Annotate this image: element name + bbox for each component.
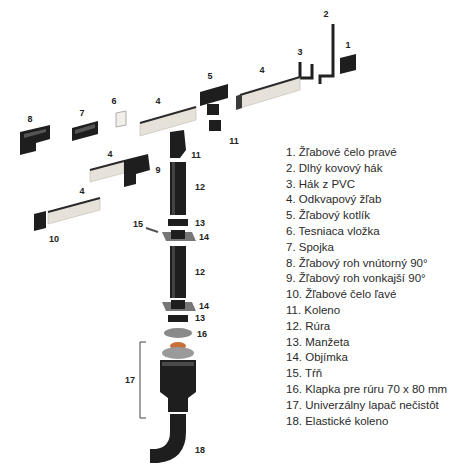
callout-number: 13 xyxy=(195,219,205,228)
legend-item: 12. Rúra xyxy=(286,320,330,334)
metal-hook xyxy=(320,24,333,84)
callout-number: 9 xyxy=(155,166,160,175)
end-cap-left xyxy=(34,211,46,231)
corner-inner xyxy=(24,129,46,138)
pvc-hook xyxy=(300,62,312,78)
outer-corner xyxy=(124,154,150,187)
legend-item: 4. Odkvapový žľab xyxy=(286,193,381,207)
callout-number: 18 xyxy=(195,446,205,455)
callout-number: 15 xyxy=(133,220,143,229)
callout-number: 11 xyxy=(191,151,201,160)
flap xyxy=(164,328,192,338)
clip xyxy=(171,230,185,239)
gutter-rim xyxy=(90,161,124,170)
gutter xyxy=(140,107,196,136)
callout-number: 12 xyxy=(195,183,205,192)
pin xyxy=(146,228,158,232)
pipe-shade xyxy=(172,246,175,298)
gutter-end xyxy=(236,94,242,110)
callout-number: 14 xyxy=(199,233,209,242)
elastic-elbow xyxy=(150,414,186,463)
end-cap-right xyxy=(340,54,356,74)
legend-item: 2. Dlhý kovový hák xyxy=(286,162,383,176)
callout-number: 3 xyxy=(297,48,302,57)
callout-number: 14 xyxy=(199,302,209,311)
collector-body xyxy=(160,360,196,412)
collector-rim xyxy=(162,362,194,366)
legend-item: 18. Elastické koleno xyxy=(286,415,388,429)
legend-item: 17. Univerzálny lapač nečistôt xyxy=(286,399,439,413)
gutter-rim xyxy=(48,198,100,212)
callout-number: 6 xyxy=(111,97,116,106)
callout-number: 2 xyxy=(323,10,328,19)
legend-item: 3. Hák z PVC xyxy=(286,178,355,192)
gutter xyxy=(240,77,300,108)
pipe xyxy=(170,246,186,298)
callout-number: 13 xyxy=(195,314,205,323)
collector-lid xyxy=(162,347,194,359)
callout-number: 8 xyxy=(27,115,32,124)
gutter xyxy=(48,198,100,224)
legend-item: 15. Tŕň xyxy=(286,367,322,381)
gutter-rim xyxy=(240,77,300,95)
callout-number: 1 xyxy=(345,41,350,50)
seal xyxy=(116,111,126,127)
elbow-piece xyxy=(209,120,221,131)
sleeve xyxy=(168,315,188,322)
legend-item: 5. Žľabový kotlík xyxy=(286,209,370,223)
clip xyxy=(171,300,185,309)
callout-number: 17 xyxy=(125,376,135,385)
outlet-stub xyxy=(207,104,219,115)
bracket xyxy=(140,342,146,418)
gutter-joint xyxy=(72,121,98,141)
sleeve xyxy=(168,219,188,226)
gutter-rim xyxy=(140,107,196,123)
elbow xyxy=(170,130,186,158)
callout-number: 4 xyxy=(107,150,112,159)
callout-number: 12 xyxy=(195,268,205,277)
legend-item: 13. Manžeta xyxy=(286,336,349,350)
callout-number: 7 xyxy=(79,109,84,118)
gutter xyxy=(90,161,124,182)
legend-item: 14. Objímka xyxy=(286,351,348,365)
gutter-outlet xyxy=(200,84,228,106)
inner-corner xyxy=(20,125,50,155)
legend-item: 16. Klapka pre rúru 70 x 80 mm xyxy=(286,383,447,397)
legend-item: 7. Spojka xyxy=(286,241,334,255)
pipe xyxy=(170,162,186,215)
legend-item: 9. Žľabový roh vonkajší 90° xyxy=(286,272,426,286)
legend-item: 8. Žľabový roh vnútorný 90° xyxy=(286,257,428,271)
callout-number: 5 xyxy=(207,72,212,81)
callout-number: 4 xyxy=(79,187,84,196)
callout-number: 4 xyxy=(259,66,264,75)
legend-item: 10. Žľabové čelo ľavé xyxy=(286,288,396,302)
legend-item: 11. Koleno xyxy=(286,304,340,318)
legend-item: 6. Tesniaca vložka xyxy=(286,225,380,239)
callout-number: 4 xyxy=(155,97,160,106)
joint-inner xyxy=(75,124,95,134)
legend-item: 1. Žľabové čelo pravé xyxy=(286,146,397,160)
callout-number: 16 xyxy=(197,330,207,339)
callout-number: 11 xyxy=(229,137,239,146)
pipe-shade xyxy=(172,162,175,215)
callout-number: 10 xyxy=(49,235,59,244)
